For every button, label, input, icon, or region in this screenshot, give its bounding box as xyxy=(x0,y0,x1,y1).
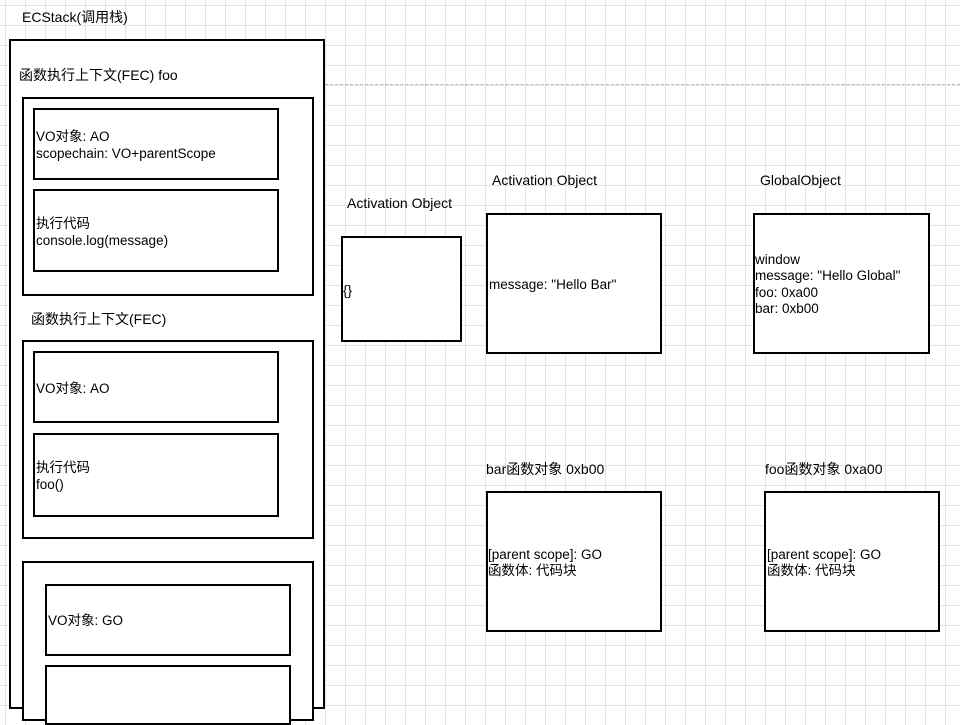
bar-func-body: 函数体: 代码块 xyxy=(488,563,577,578)
global-object-foo: foo: 0xa00 xyxy=(755,285,819,300)
fec-foo-scopechain-text: scopechain: VO+parentScope xyxy=(36,146,216,161)
bar-func-box[interactable] xyxy=(486,491,662,632)
dashed-guide-line xyxy=(325,84,960,85)
fec-foo-title: 函数执行上下文(FEC) foo xyxy=(19,67,178,83)
ecstack-title: ECStack(调用栈) xyxy=(22,9,128,25)
global-object-message: message: "Hello Global" xyxy=(755,268,901,283)
fec-bar-vo-text: VO对象: AO xyxy=(36,381,110,396)
ao-foo-title: Activation Object xyxy=(347,195,453,211)
global-object-title: GlobalObject xyxy=(760,172,841,188)
fec-bar-code-box[interactable] xyxy=(33,433,279,517)
ao-foo-body: {} xyxy=(343,283,353,298)
fec-bar-title: 函数执行上下文(FEC) xyxy=(31,311,167,327)
ao-bar-body: message: "Hello Bar" xyxy=(489,277,617,292)
bar-func-parent-scope: [parent scope]: GO xyxy=(488,547,603,562)
foo-func-parent-scope: [parent scope]: GO xyxy=(767,547,882,562)
gec-code-box[interactable] xyxy=(45,665,291,725)
global-object-window: window xyxy=(755,252,801,267)
fec-bar-vo-box[interactable] xyxy=(33,351,279,423)
fec-foo-vo-box[interactable] xyxy=(33,108,279,180)
fec-foo-code-text: console.log(message) xyxy=(36,233,169,248)
fec-foo-code-box[interactable] xyxy=(33,189,279,272)
ao-bar-title: Activation Object xyxy=(492,172,598,188)
global-object-box[interactable] xyxy=(753,213,930,354)
ao-foo-box[interactable] xyxy=(341,236,462,342)
foo-func-box[interactable] xyxy=(764,491,940,632)
fec-bar-code-text: foo() xyxy=(36,477,64,492)
foo-func-body: 函数体: 代码块 xyxy=(767,563,856,578)
fec-foo-code-label: 执行代码 xyxy=(36,216,90,231)
fec-bar-code-label: 执行代码 xyxy=(36,460,90,475)
global-object-bar: bar: 0xb00 xyxy=(755,301,819,316)
foo-func-title: foo函数对象 0xa00 xyxy=(765,461,883,477)
fec-foo-vo-text: VO对象: AO xyxy=(36,129,110,144)
gec-vo-box[interactable] xyxy=(45,584,291,656)
gec-vo-text: VO对象: GO xyxy=(48,613,124,628)
ao-bar-box[interactable] xyxy=(486,213,662,354)
bar-func-title: bar函数对象 0xb00 xyxy=(486,461,605,477)
